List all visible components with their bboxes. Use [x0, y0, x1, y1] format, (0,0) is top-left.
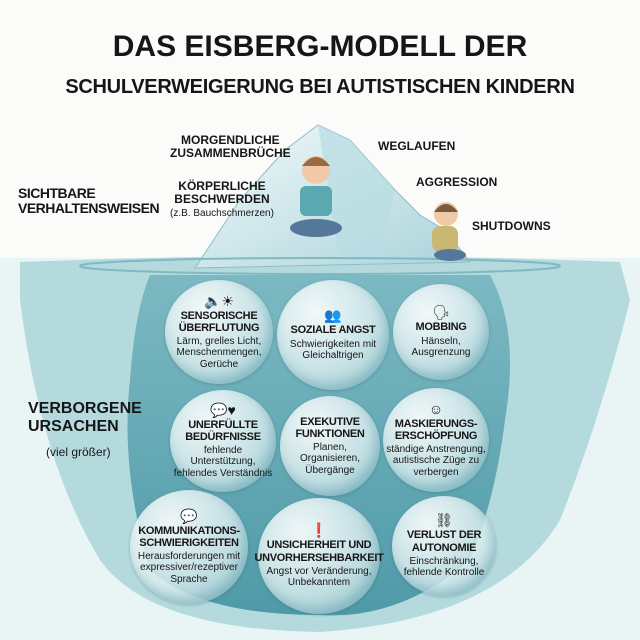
cause-desc: Hänseln, Ausgrenzung	[411, 335, 471, 359]
speaker-sun-icon: 🔈☀	[204, 292, 234, 309]
visible-item-note: (z.B. Bauchschmerzen)	[170, 208, 274, 220]
visible-item-running-away: WEGLAUFEN	[378, 139, 456, 153]
stressed-child-figure	[290, 156, 342, 237]
cause-desc: fehlende Unterstützung, fehlendes Verstä…	[173, 444, 273, 479]
cause-desc: ständige Anstrengung, autistische Züge z…	[386, 443, 486, 478]
cause-title: UNSICHERHEIT UND UNVORHERSEHBARKEIT	[254, 539, 384, 564]
cause-desc: Schwierigkeiten mit Gleichaltrigen	[289, 338, 377, 362]
cause-desc: Planen, Organisieren, Übergänge	[299, 441, 361, 476]
visible-item-aggression: AGGRESSION	[416, 175, 498, 189]
children-group-icon: 👥	[324, 307, 342, 324]
cause-title: UNERFÜLLTE BEDÜRFNISSE	[185, 418, 261, 443]
visible-heading: SICHTBARE VERHALTENSWEISEN	[18, 185, 160, 217]
cause-title: VERLUST DER AUTONOMIE	[406, 529, 482, 554]
visible-item-label: KÖRPERLICHE BESCHWERDEN	[174, 179, 270, 207]
mask-face-icon: ☺	[428, 400, 444, 417]
cause-desc: Angst vor Veränderung, Unbekanntem	[266, 565, 372, 589]
speech-bubbles-icon: 💬	[180, 507, 198, 524]
cause-title: MOBBING	[415, 321, 467, 334]
exclamation-icon: ❗	[310, 522, 328, 539]
cause-title: KOMMUNIKATIONS- SCHWIERIGKEITEN	[138, 524, 240, 549]
hidden-subheading: (viel größer)	[46, 445, 111, 459]
bullying-children-icon: 🗣	[432, 304, 450, 321]
cause-title: SOZIALE ANGST	[290, 324, 376, 337]
cause-desc: Einschränkung, fehlende Kontrolle	[403, 555, 485, 579]
visible-item-morning: MORGENDLICHE ZUSAMMENBRÜCHE	[170, 133, 291, 161]
speech-heart-icon: 💬♥	[210, 401, 236, 418]
cause-title: SENSORISCHE ÜBERFLUTUNG	[178, 309, 260, 334]
hidden-heading: VERBORGENE URSACHEN	[28, 400, 142, 435]
visible-item-shutdowns: SHUTDOWNS	[472, 219, 551, 233]
chain-icon: ⛓	[435, 512, 453, 529]
withdrawn-child-figure	[432, 202, 466, 261]
cause-desc: Herausforderungen mit expressiver/rezept…	[137, 550, 241, 585]
visible-item-body: KÖRPERLICHE BESCHWERDEN(z.B. Bauchschmer…	[170, 179, 274, 220]
water-ripple	[79, 257, 561, 275]
title-line-2: SCHULVERWEIGERUNG BEI AUTISTISCHEN KINDE…	[65, 76, 575, 98]
cause-desc: Lärm, grelles Licht, Menschenmengen, Ger…	[176, 335, 262, 370]
cause-title: MASKIERUNGS- ERSCHÖPFUNG	[394, 417, 478, 442]
title-line-1: DAS EISBERG-MODELL DER	[112, 30, 528, 63]
cause-title: EXEKUTIVE FUNKTIONEN	[295, 415, 365, 440]
